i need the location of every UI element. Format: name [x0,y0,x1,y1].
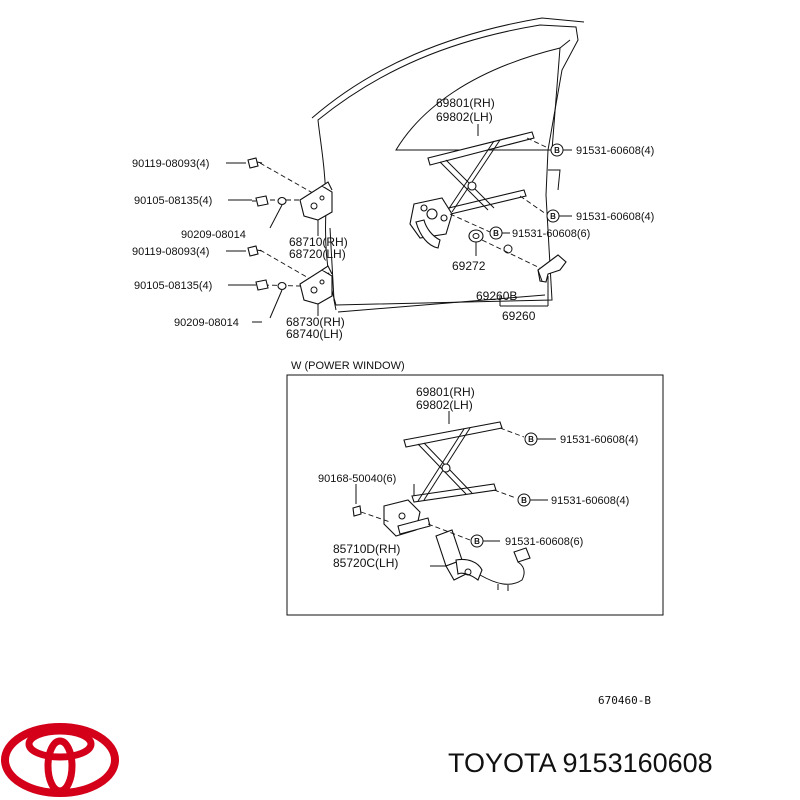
bolt-symbol-label: B [528,435,534,444]
label-bolt-c: 91531-60608(6) [512,228,590,240]
box-leader-lines [355,411,556,567]
label-bolt-lower-1: 90119-08093(4) [132,246,209,258]
power-regulator [352,421,531,591]
reference-code: 670460-B [598,694,651,707]
box-label-motor-rh: 85710D(RH) [333,542,400,556]
box-bolt-symbol-b: B [517,493,531,507]
brand-part-number: TOYOTA 9153160608 [448,748,713,778]
upper-bolts [247,157,287,229]
bolt-symbol-label: B [493,229,499,238]
label-bolt-upper-2: 90105-08135(4) [134,195,212,207]
upper-hinge [299,181,333,221]
box-label-regulator-lh: 69802(LH) [416,398,473,412]
box-bolt-symbol-c: B [470,534,484,548]
power-window-box [286,374,664,616]
label-handle-sub: 69260B [476,289,517,303]
label-bolt-b: 91531-60608(4) [576,211,654,223]
box-label-bolt-c: 91531-60608(6) [505,536,583,548]
top-labels: 69801(RH) 69802(LH) 91531-60608(4) 91531… [132,96,654,341]
box-dashed-leaders [360,427,525,541]
box-label-bolt-a: 91531-60608(4) [560,434,638,446]
box-label-bolt-b: 91531-60608(4) [551,495,629,507]
lower-hinge [299,265,333,305]
box-label-screw: 90168-50040(6) [318,473,396,485]
lower-bolts [247,245,287,319]
toyota-logo-icon [1,723,119,797]
label-regulator-lh: 69802(LH) [436,110,493,124]
bolt-symbol-label: B [521,496,527,505]
top-bolt-symbol-c: B [489,226,503,240]
top-leader-lines [226,124,572,323]
bolt-symbol-label: B [474,537,480,546]
bolt-symbol-label: B [550,212,556,221]
box-labels: 69801(RH) 69802(LH) 91531-60608(4) 91531… [318,385,638,570]
label-bolt-a: 91531-60608(4) [576,145,654,157]
label-pin-upper: 90209-08014 [181,229,246,241]
label-hinge-upper-lh: 68720(LH) [289,247,346,261]
label-pin-lower: 90209-08014 [174,317,239,329]
label-hinge-upper-rh: 68710(RH) [289,235,348,249]
label-bolt-upper-1: 90119-08093(4) [132,158,209,170]
box-label-motor-lh: 85720C(LH) [333,556,398,570]
manual-regulator [409,131,567,283]
top-bolt-symbol-b: B [546,209,560,223]
label-handle-assy: 69260 [502,309,536,323]
door-outline [311,17,585,313]
label-hinge-lower-lh: 68740(LH) [286,327,343,341]
box-label-regulator-rh: 69801(RH) [416,385,475,399]
power-window-title: W (POWER WINDOW) [291,360,405,372]
bolt-symbol-label: B [554,146,560,155]
label-hinge-lower-rh: 68730(RH) [286,315,345,329]
label-bolt-lower-2: 90105-08135(4) [134,280,212,292]
label-handle-part: 69272 [452,259,486,273]
label-regulator-rh: 69801(RH) [436,96,495,110]
box-bolt-symbol-a: B [524,432,538,446]
top-bolt-symbol-a: B [550,143,564,157]
